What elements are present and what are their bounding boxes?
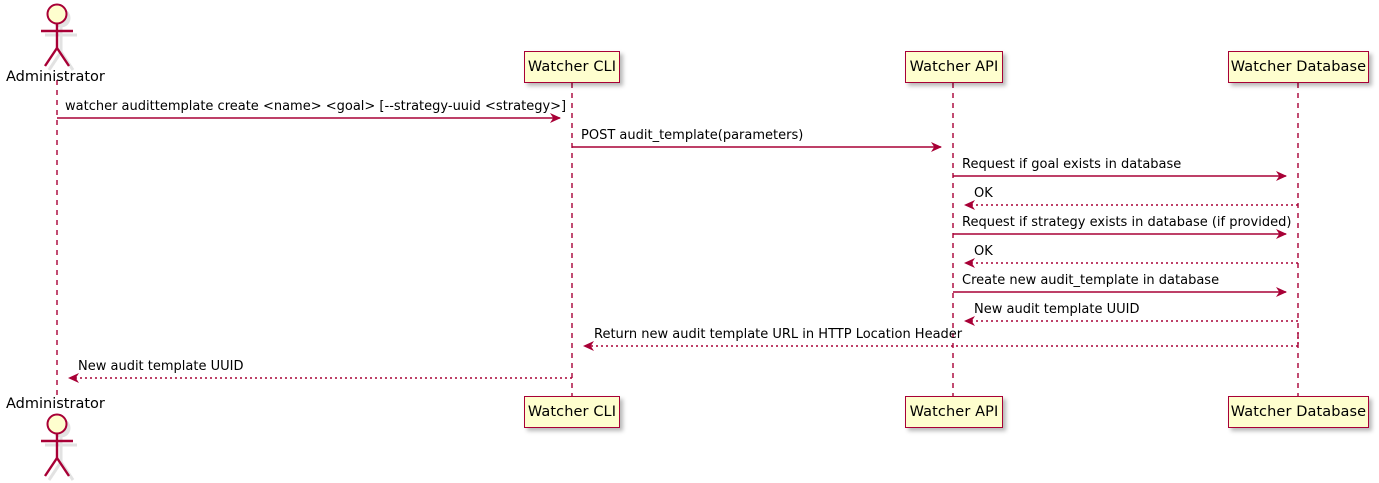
message-label-1: watcher audittemplate create <name> <goa…: [65, 99, 567, 114]
message-label-3: Request if goal exists in database: [962, 157, 1182, 172]
participant-box-watcher-cli-bottom[interactable]: Watcher CLI: [524, 396, 620, 428]
message-label-2: POST audit_template(parameters): [581, 128, 804, 143]
participant-box-watcher-api-bottom[interactable]: Watcher API: [905, 396, 1003, 428]
participant-box-watcher-cli-top[interactable]: Watcher CLI: [524, 51, 620, 83]
participant-box-watcher-database-bottom[interactable]: Watcher Database: [1228, 396, 1369, 428]
participant-label-watcher-database-top: Watcher Database: [1230, 59, 1367, 75]
message-label-6: OK: [974, 244, 993, 259]
message-label-9: Return new audit template URL in HTTP Lo…: [594, 327, 963, 342]
message-label-5: Request if strategy exists in database (…: [962, 215, 1292, 230]
participant-label-watcher-database-bottom: Watcher Database: [1230, 404, 1367, 420]
participant-label-watcher-api-bottom: Watcher API: [909, 404, 999, 420]
message-label-7: Create new audit_template in database: [962, 273, 1220, 288]
actor-figure-top: [41, 3, 77, 71]
actor-label-administrator-bottom: Administrator: [6, 396, 105, 412]
message-label-4: OK: [974, 186, 993, 201]
participant-label-watcher-api-top: Watcher API: [909, 59, 999, 75]
actor-figure-bottom: [41, 413, 77, 481]
message-label-10: New audit template UUID: [78, 359, 244, 374]
actor-label-administrator-top: Administrator: [6, 69, 105, 85]
participant-label-watcher-cli-bottom: Watcher CLI: [527, 404, 617, 420]
participant-label-watcher-cli-top: Watcher CLI: [527, 59, 617, 75]
participant-box-watcher-api-top[interactable]: Watcher API: [905, 51, 1003, 83]
message-label-8: New audit template UUID: [974, 302, 1140, 317]
participant-box-watcher-database-top[interactable]: Watcher Database: [1228, 51, 1369, 83]
